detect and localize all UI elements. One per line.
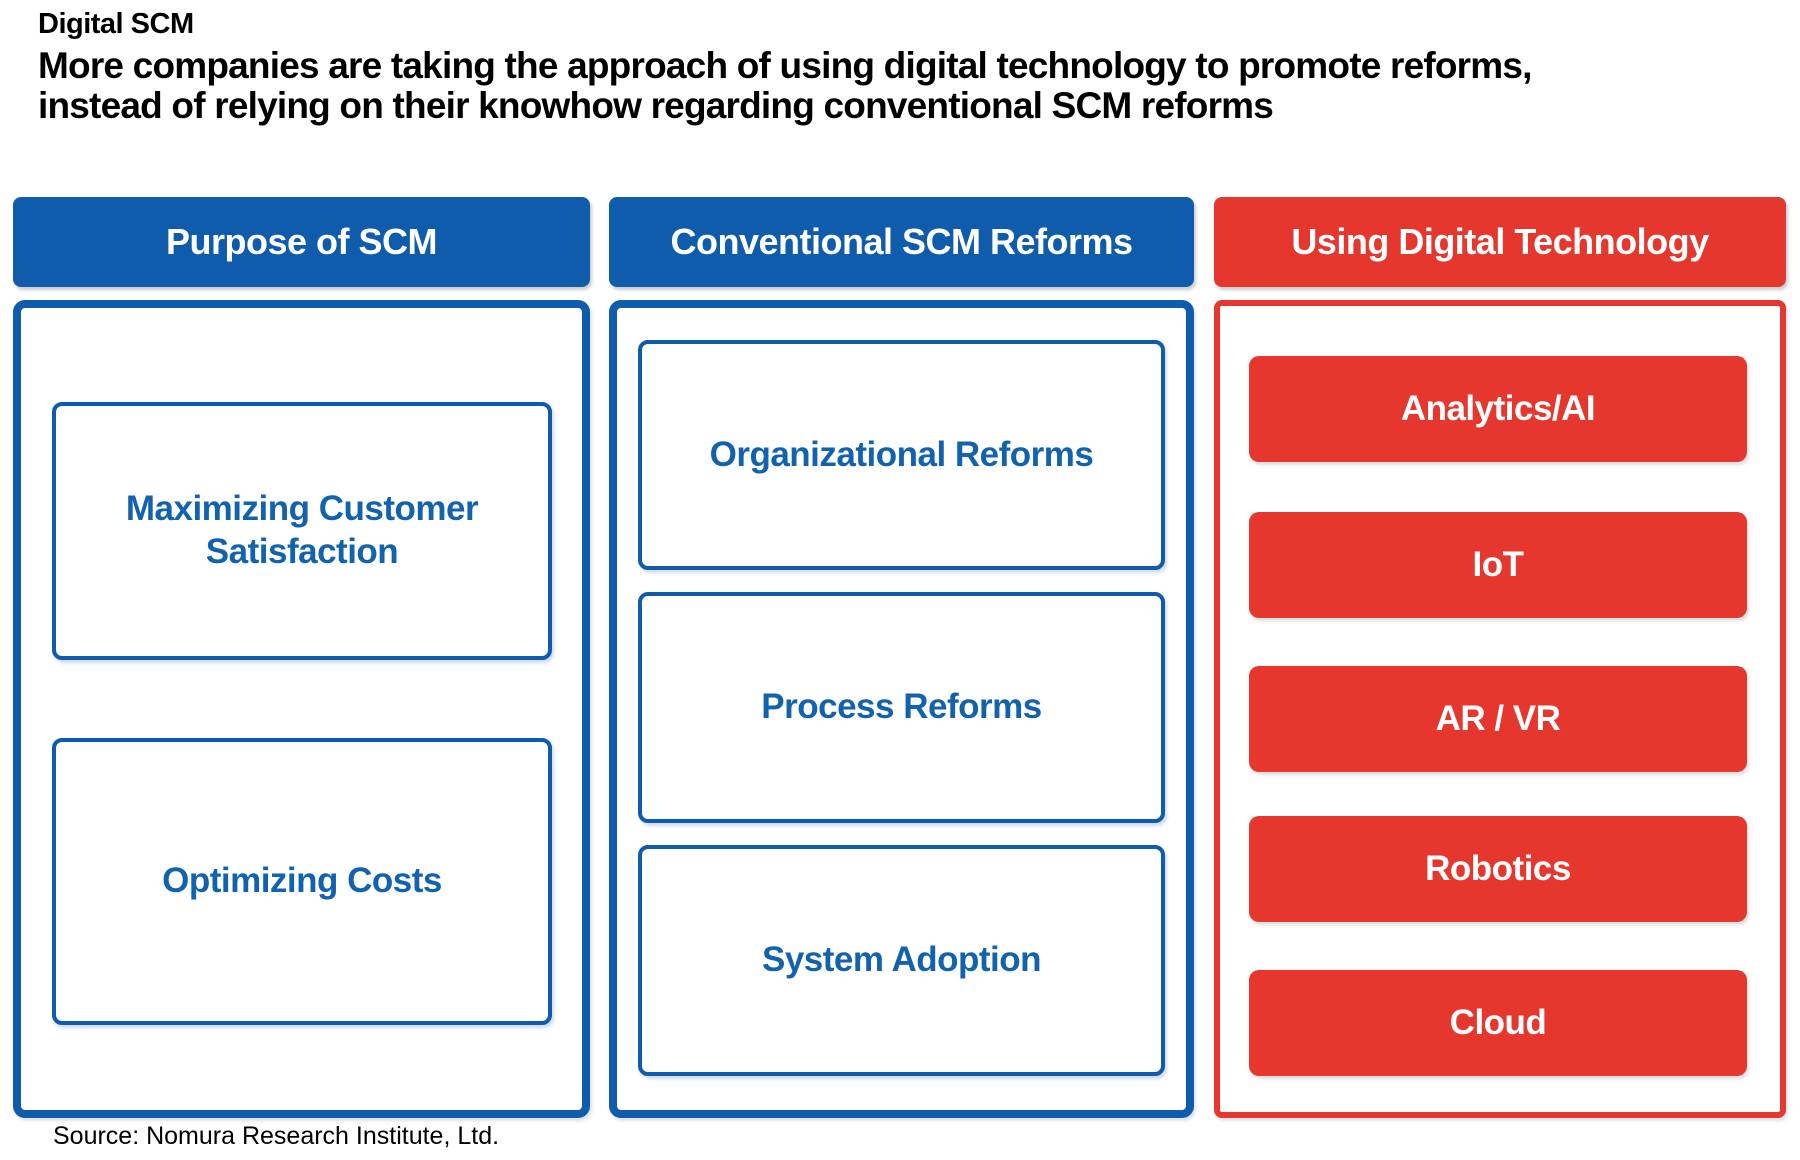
- box-robotics: Robotics: [1249, 816, 1747, 922]
- column-using-digital-technology: Using Digital Technology Analytics/AI Io…: [1214, 197, 1786, 1118]
- column-container-purpose-of-scm: Maximizing Customer Satisfaction Optimiz…: [13, 300, 590, 1118]
- box-maximizing-customer-satisfaction: Maximizing Customer Satisfaction: [52, 402, 552, 660]
- column-purpose-of-scm: Purpose of SCM Maximizing Customer Satis…: [13, 197, 590, 1118]
- column-header-using-digital-technology: Using Digital Technology: [1214, 197, 1786, 287]
- box-analytics-ai: Analytics/AI: [1249, 356, 1747, 462]
- box-process-reforms: Process Reforms: [638, 592, 1165, 823]
- box-optimizing-costs: Optimizing Costs: [52, 738, 552, 1025]
- column-conventional-scm-reforms: Conventional SCM Reforms Organizational …: [609, 197, 1194, 1118]
- box-iot: IoT: [1249, 512, 1747, 618]
- box-ar-vr: AR / VR: [1249, 666, 1747, 772]
- box-organizational-reforms: Organizational Reforms: [638, 340, 1165, 570]
- kicker-title: Digital SCM: [38, 8, 194, 40]
- box-cloud: Cloud: [1249, 970, 1747, 1076]
- column-container-using-digital-technology: Analytics/AI IoT AR / VR Robotics Cloud: [1214, 300, 1786, 1118]
- column-header-conventional-scm-reforms: Conventional SCM Reforms: [609, 197, 1194, 287]
- page-title: More companies are taking the approach o…: [38, 45, 1532, 126]
- source-attribution: Source: Nomura Research Institute, Ltd.: [53, 1122, 500, 1150]
- column-container-conventional-scm-reforms: Organizational Reforms Process Reforms S…: [609, 300, 1194, 1118]
- column-header-purpose-of-scm: Purpose of SCM: [13, 197, 590, 287]
- box-system-adoption: System Adoption: [638, 845, 1165, 1076]
